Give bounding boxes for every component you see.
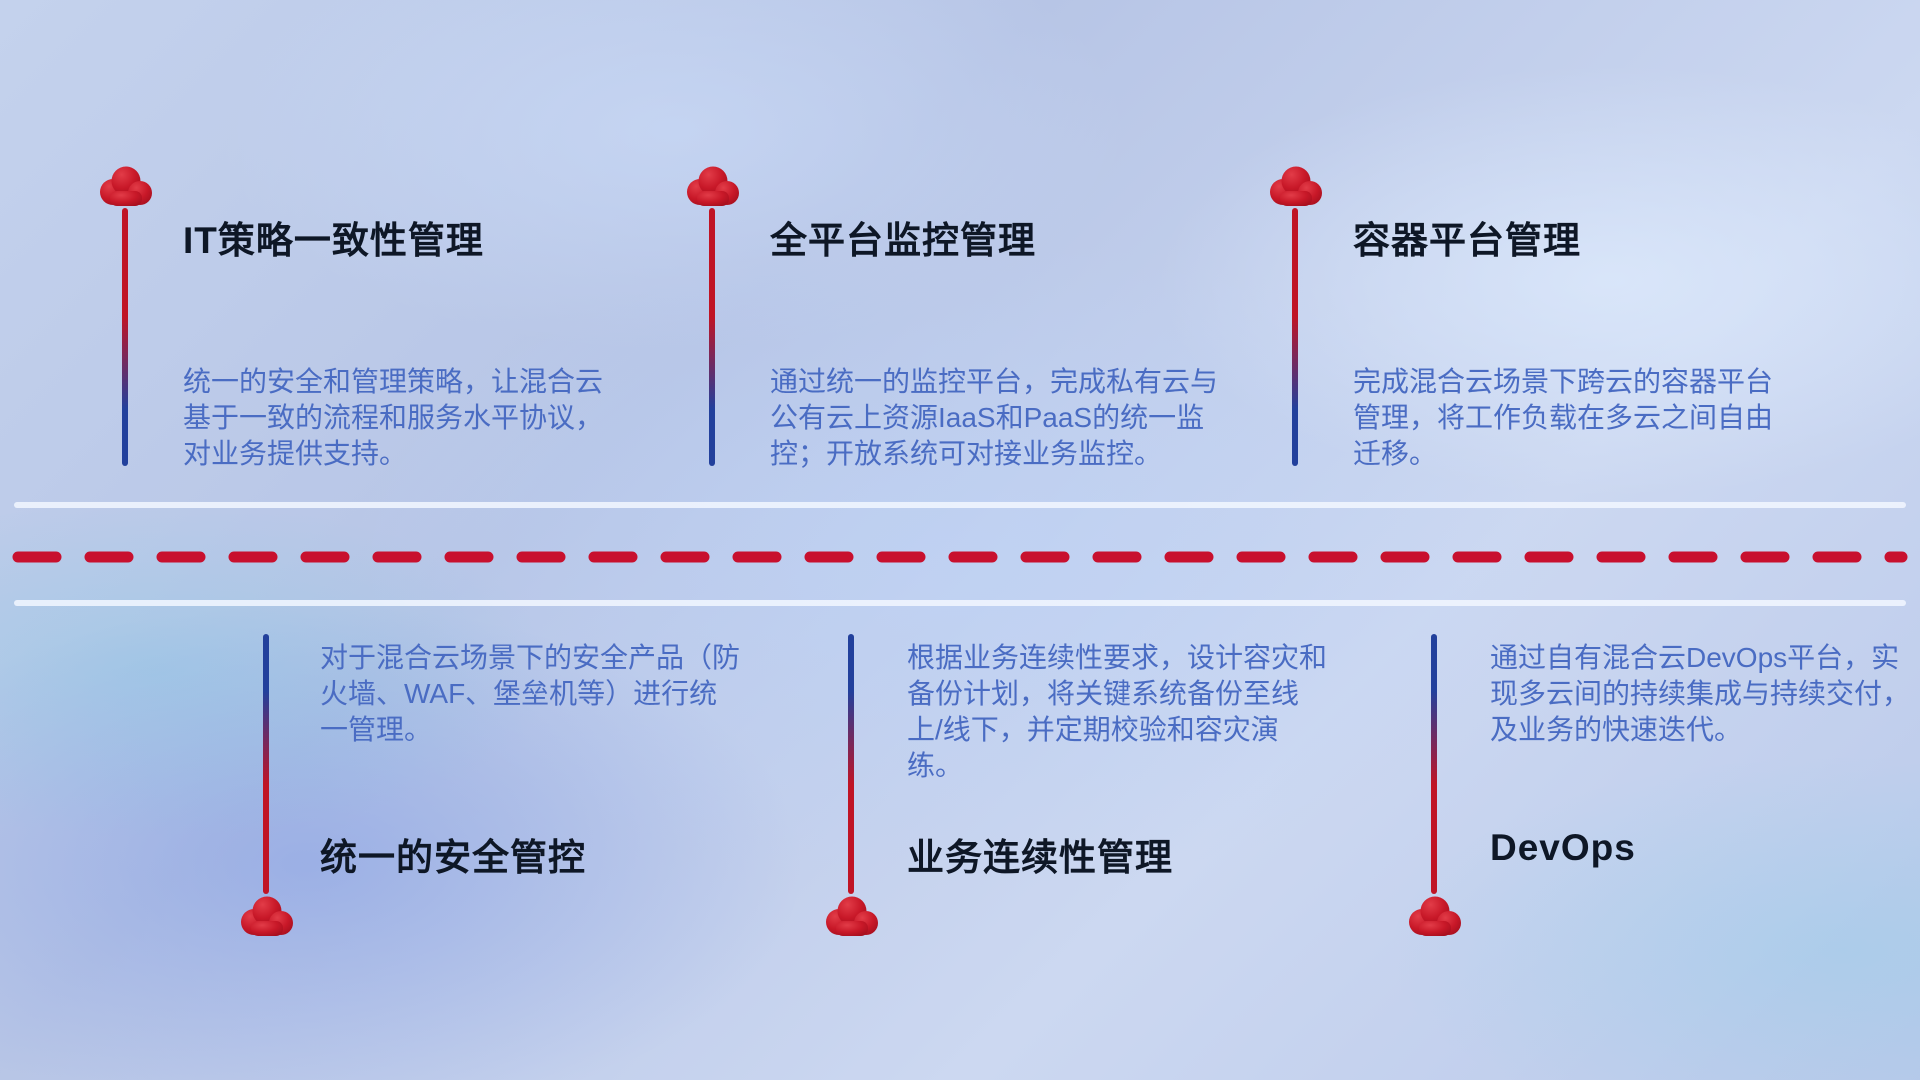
feature-title: 全平台监控管理 [770, 220, 1036, 261]
feature-description: 完成混合云场景下跨云的容器平台管理，将工作负载在多云之间自由迁移。 [1353, 366, 1774, 469]
feature-title: 业务连续性管理 [907, 837, 1173, 878]
feature-title: DevOps [1490, 827, 1636, 868]
timeline-connector [1292, 208, 1298, 466]
cloud-icon [235, 896, 297, 937]
timeline-connector [709, 208, 715, 466]
feature-title: 容器平台管理 [1353, 220, 1581, 261]
timeline-connector [122, 208, 128, 466]
feature-title: IT策略一致性管理 [183, 220, 484, 261]
cloud-icon [820, 896, 882, 937]
feature-description: 根据业务连续性要求，设计容灾和备份计划，将关键系统备份至线上/线下，并定期校验和… [907, 642, 1328, 781]
cloud-icon [94, 166, 156, 207]
dashed-line-graphic [12, 551, 1908, 563]
feature-description: 通过统一的监控平台，完成私有云与公有云上资源IaaS和PaaS的统一监控；开放系… [770, 366, 1219, 469]
feature-description: 通过自有混合云DevOps平台，实现多云间的持续集成与持续交付，及业务的快速迭代… [1490, 642, 1911, 745]
feature-description: 统一的安全和管理策略，让混合云基于一致的流程和服务水平协议，对业务提供支持。 [183, 366, 604, 469]
cloud-icon [681, 166, 743, 207]
dashed-divider [0, 550, 1920, 564]
feature-description: 对于混合云场景下的安全产品（防火墙、WAF、堡垒机等）进行统一管理。 [320, 642, 741, 745]
timeline-connector [263, 634, 269, 894]
feature-title: 统一的安全管控 [320, 837, 586, 878]
cloud-icon [1264, 166, 1326, 207]
timeline-connector [848, 634, 854, 894]
separator-line-top [14, 502, 1906, 508]
separator-line-bottom [14, 600, 1906, 606]
cloud-icon [1403, 896, 1465, 937]
timeline-connector [1431, 634, 1437, 894]
